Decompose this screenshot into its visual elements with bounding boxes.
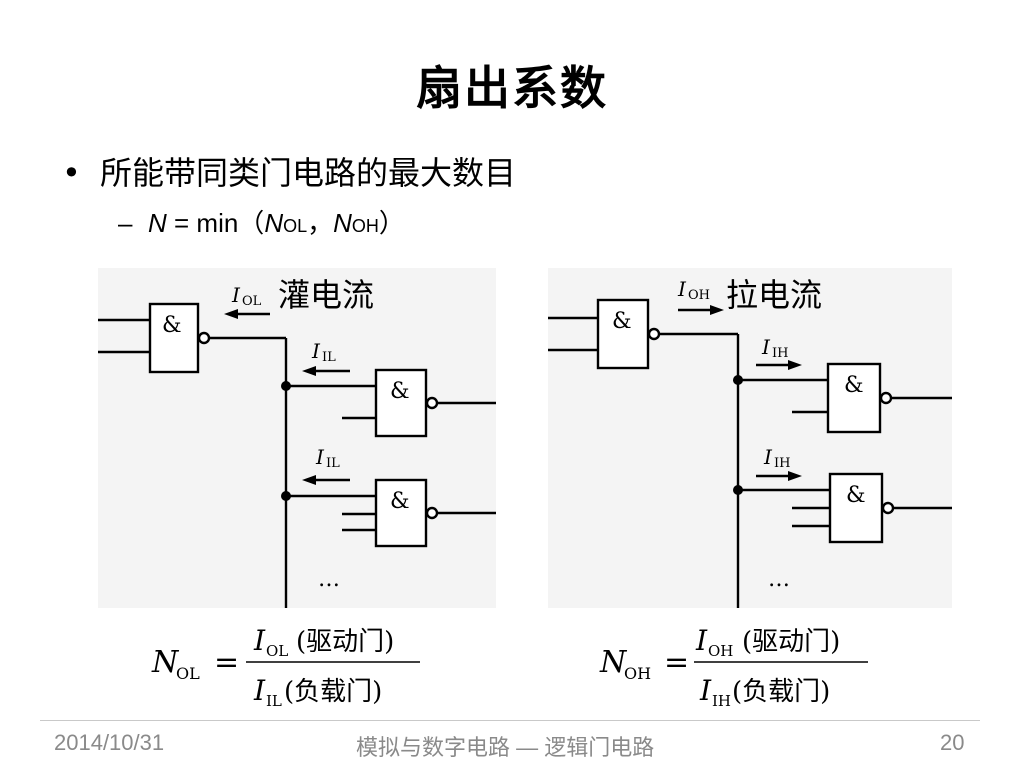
sub-bullet-dash: – [118, 208, 133, 238]
separator: ， [307, 208, 334, 238]
noh-symbol: N [333, 208, 352, 238]
iil-label-2: I [315, 445, 325, 469]
denominator-i: I [253, 674, 266, 707]
load-gate-1-symbol: & [390, 379, 410, 404]
numerator-subscript: OH [708, 642, 733, 660]
min-text: = min（ [166, 208, 265, 238]
equals-sign: = [664, 645, 689, 680]
load-gate-2-bubble [425, 506, 439, 520]
more-loads-ellipsis: … [318, 567, 340, 592]
ioh-label: I [677, 277, 687, 301]
arrow-iol [224, 309, 238, 319]
slide-title: 扇出系数 [416, 61, 608, 115]
fanout-low-formula-svg: N OL = I OL (驱动门) I IL (负载门) [151, 624, 420, 710]
denominator-i: I [699, 674, 712, 707]
iol-subscript: OL [242, 294, 262, 309]
load-gate-2-symbol: & [390, 489, 410, 514]
denominator-note: (负载门) [732, 677, 830, 707]
load-gate-1 [374, 368, 428, 438]
sink-current-svg: & & & I OL I IL I IL 灌电流 … [98, 268, 496, 608]
load-gate-2-bubble [881, 501, 895, 515]
ioh-subscript: OH [688, 288, 710, 303]
noh-subscript: OH [624, 664, 651, 683]
fanout-high-formula-svg: N OH = I OH (驱动门) I IH (负载门) [599, 624, 868, 710]
nol-symbol: N [264, 208, 284, 238]
iil-label-1: I [311, 339, 321, 363]
close-paren: ） [378, 208, 405, 238]
driving-gate-symbol: & [162, 313, 182, 338]
load-gate-1 [826, 362, 882, 434]
footer-page-number: 20 [940, 730, 965, 755]
nol-symbol: N [151, 645, 180, 680]
load-gate-2-symbol: & [846, 483, 866, 508]
source-current-caption: 拉电流 [726, 276, 822, 314]
load-gate-2 [374, 478, 428, 548]
fanout-low-formula: N OL = I OL (驱动门) I IL (负载门) [148, 616, 448, 716]
numerator-i: I [253, 624, 266, 657]
iil-subscript-2: IL [326, 456, 340, 471]
numerator-note: (驱动门) [742, 627, 840, 657]
denominator-subscript: IH [712, 692, 731, 710]
footer-divider [40, 720, 980, 721]
bullet-item: • 所能带同类门电路的最大数目 [62, 148, 516, 194]
junction-dot-2 [281, 491, 291, 501]
iih-subscript-2: IH [774, 456, 790, 471]
numerator-subscript: OL [266, 642, 288, 660]
arrow-ioh [710, 305, 724, 315]
denominator-note: (负载门) [284, 677, 382, 707]
driving-gate [596, 298, 650, 370]
numerator-i: I [695, 624, 708, 657]
footer-date: 2014/10/31 [54, 730, 165, 755]
more-loads-ellipsis: … [768, 567, 790, 592]
driving-gate-bubble [647, 327, 661, 341]
nol-subscript: OL [176, 664, 200, 683]
bullet-text: 所能带同类门电路的最大数目 [100, 154, 517, 192]
iih-label-1: I [761, 335, 771, 359]
sink-current-diagram: & & & I OL I IL I IL 灌电流 … [98, 268, 496, 608]
bullet-dot: • [62, 154, 81, 192]
equals-sign: = [214, 645, 239, 680]
load-gate-1-bubble [425, 396, 439, 410]
load-gate-1-symbol: & [844, 373, 864, 398]
fanout-high-formula: N OH = I OH (驱动门) I IH (负载门) [596, 616, 896, 716]
arrow-iih-1 [788, 360, 802, 370]
nol-subscript: OL [283, 216, 308, 236]
iol-label: I [231, 283, 241, 307]
arrow-iih-2 [788, 471, 802, 481]
iil-subscript-1: IL [322, 350, 336, 365]
source-current-diagram: & & & I OH I IH I IH 拉电流 … [548, 268, 952, 608]
driving-gate-bubble [197, 331, 211, 345]
junction-dot-1 [281, 381, 291, 391]
numerator-note: (驱动门) [296, 627, 394, 657]
n-symbol: N [148, 208, 167, 238]
arrow-iil-1 [302, 366, 316, 376]
sink-current-caption: 灌电流 [278, 276, 374, 314]
load-gate-1-bubble [879, 391, 893, 405]
noh-subscript: OH [351, 216, 379, 236]
sub-bullet-formula: –N = min（NOL，NOH） [118, 203, 405, 240]
noh-symbol: N [599, 645, 628, 680]
junction-dot-2 [733, 485, 743, 495]
junction-dot-1 [733, 375, 743, 385]
denominator-subscript: IL [266, 692, 282, 710]
iih-subscript-1: IH [772, 346, 788, 361]
footer-course-title: 模拟与数字电路 — 逻辑门电路 [356, 735, 655, 760]
iih-label-2: I [763, 445, 773, 469]
arrow-iil-2 [302, 475, 316, 485]
source-current-svg: & & & I OH I IH I IH 拉电流 … [548, 268, 952, 608]
driving-gate-symbol: & [612, 309, 632, 334]
